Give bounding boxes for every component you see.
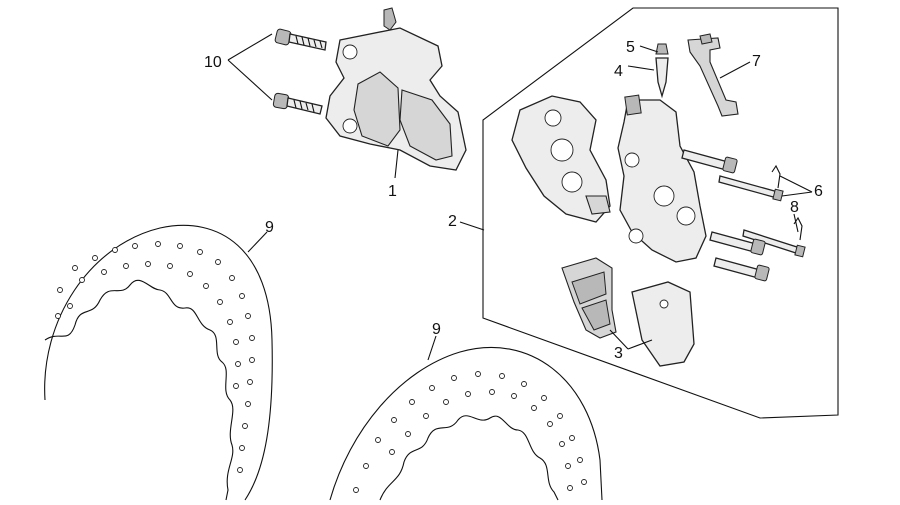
callout-3: 3: [614, 345, 623, 362]
callout-9-right: 9: [432, 321, 441, 338]
caliper-screws: [681, 149, 770, 282]
callout-9-left: 9: [265, 219, 274, 236]
callout-2: 2: [448, 213, 457, 230]
caliper-half-outer: [511, 95, 611, 223]
brake-pad-left: [561, 257, 617, 339]
callout-4: 4: [614, 63, 623, 80]
pad-pin-upper: [718, 175, 779, 199]
mounting-bolt-lower: [272, 92, 323, 115]
caliper-screw-3: [713, 257, 770, 282]
brake-disc-right-inner-edge: [379, 415, 559, 501]
caliper-mount-eye-top: [342, 44, 358, 60]
caliper-half-inner: [617, 94, 707, 263]
brake-disc-left-holes: [55, 241, 255, 473]
caliper-mount-eye-bottom: [342, 118, 358, 134]
pad-pin-lower-head: [794, 244, 806, 258]
caliper-pad-slot: [353, 71, 401, 147]
mounting-bolts: [272, 28, 327, 115]
brake-pad-right: [631, 281, 695, 367]
callout-6: 6: [814, 183, 823, 200]
caliper-piston-face: [399, 89, 453, 161]
caliper-assembly: [325, 7, 467, 171]
leader-lines: [227, 33, 813, 361]
pad-pins: [718, 164, 806, 258]
brake-disc-left-inner-edge: [44, 279, 234, 501]
brake-disc-right: [329, 347, 603, 501]
caliper-screw-1: [681, 149, 738, 174]
brake-disc-right-holes: [353, 371, 587, 493]
callout-5: 5: [626, 39, 635, 56]
brake-disc-left-outer-edge: [44, 224, 273, 501]
pad-pin-upper-head: [772, 188, 784, 202]
bleed-cap: [655, 43, 669, 55]
mounting-bolt-upper: [274, 28, 327, 51]
callout-labels: 10 1 2 3 4 5 6 7 8 9 9: [204, 39, 823, 362]
caliper-screw-2: [709, 231, 766, 256]
kit-panel-outline: [482, 7, 839, 419]
bleed-valve: [383, 7, 397, 31]
bleed-screw: [655, 57, 669, 99]
brake-disc-right-outer-edge: [329, 347, 603, 501]
callout-8: 8: [790, 199, 799, 216]
r-clip-upper: [771, 164, 781, 189]
callout-1: 1: [388, 183, 397, 200]
pad-spring: [687, 33, 739, 117]
brake-disc-left: [44, 224, 273, 501]
callout-7: 7: [752, 53, 761, 70]
callout-10: 10: [204, 54, 222, 71]
bleed-screw-parts: [655, 43, 669, 99]
